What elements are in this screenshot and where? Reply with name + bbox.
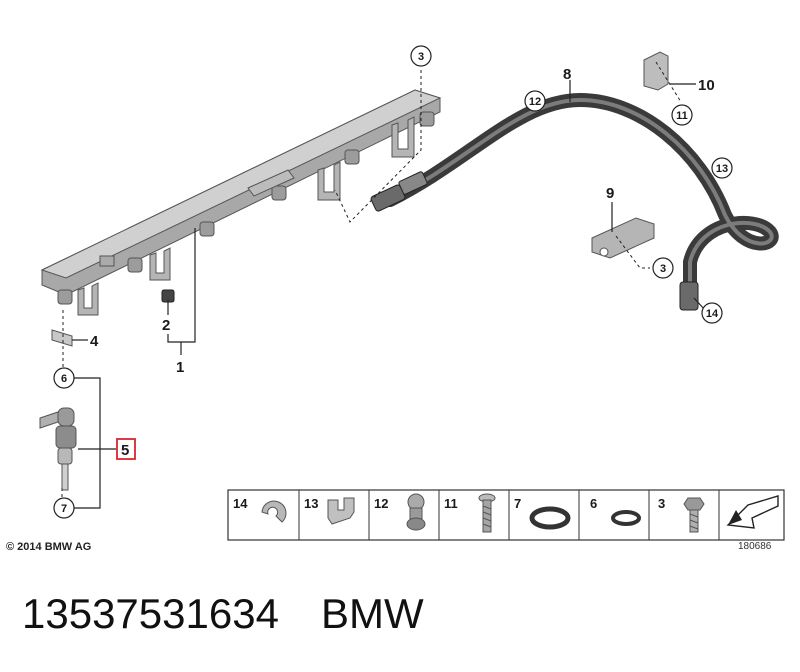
callout-5-highlight[interactable]: 5	[116, 438, 136, 460]
parts-legend: 14 13 12 11 7 6	[227, 489, 785, 541]
screw-icon	[478, 493, 496, 533]
copyright-text: © 2014 BMW AG	[6, 541, 92, 553]
double-clip-icon	[327, 497, 355, 525]
arrow-icon	[726, 495, 779, 529]
svg-text:6: 6	[590, 496, 597, 511]
svg-text:13: 13	[304, 496, 318, 511]
svg-text:12: 12	[374, 496, 388, 511]
fuel-injector	[39, 407, 77, 491]
svg-text:3: 3	[658, 496, 665, 511]
legend-cell-6: 6	[590, 496, 641, 526]
callout-14: 14	[706, 308, 719, 320]
callout-5: 5	[121, 442, 129, 459]
callout-13: 13	[716, 163, 728, 175]
callout-10: 10	[698, 77, 715, 94]
legend-cell-arrow	[726, 495, 779, 529]
callout-12: 12	[529, 96, 541, 108]
callout-8: 8	[563, 66, 571, 83]
callout-1: 1	[176, 359, 184, 376]
footer-caption: 13537531634 BMW	[22, 590, 466, 638]
o-ring-small-icon	[611, 510, 641, 526]
callout-6: 6	[61, 373, 67, 385]
fuel-hose	[370, 92, 779, 311]
svg-text:11: 11	[444, 496, 458, 511]
callout-4: 4	[90, 333, 99, 350]
rail-spacer	[51, 329, 73, 347]
grommet-icon	[406, 493, 426, 531]
part-number: 13537531634	[22, 590, 279, 637]
hex-bolt-icon	[683, 497, 705, 533]
fuel-rail	[40, 89, 442, 316]
callout-7: 7	[61, 503, 67, 515]
diagram-id: 180686	[738, 541, 772, 552]
o-ring-large-icon	[529, 506, 571, 530]
callout-3-bracket: 3	[660, 263, 666, 275]
svg-text:7: 7	[514, 496, 521, 511]
svg-text:14: 14	[233, 496, 248, 511]
callout-3-rail: 3	[418, 51, 424, 63]
callout-11: 11	[676, 110, 688, 122]
callout-9: 9	[606, 185, 614, 202]
legend-cell-12: 12	[374, 493, 426, 531]
legend-cell-14: 14	[233, 496, 287, 523]
brand-name: BMW	[320, 590, 424, 637]
legend-cell-13: 13	[304, 496, 355, 525]
hose-bracket	[591, 217, 655, 259]
legend-cell-11: 11	[444, 493, 496, 533]
legend-cell-3: 3	[658, 496, 705, 533]
hose-holder	[643, 51, 669, 91]
hose-clip-icon	[261, 500, 287, 523]
callout-2: 2	[162, 317, 170, 334]
legend-cell-7: 7	[514, 496, 571, 530]
